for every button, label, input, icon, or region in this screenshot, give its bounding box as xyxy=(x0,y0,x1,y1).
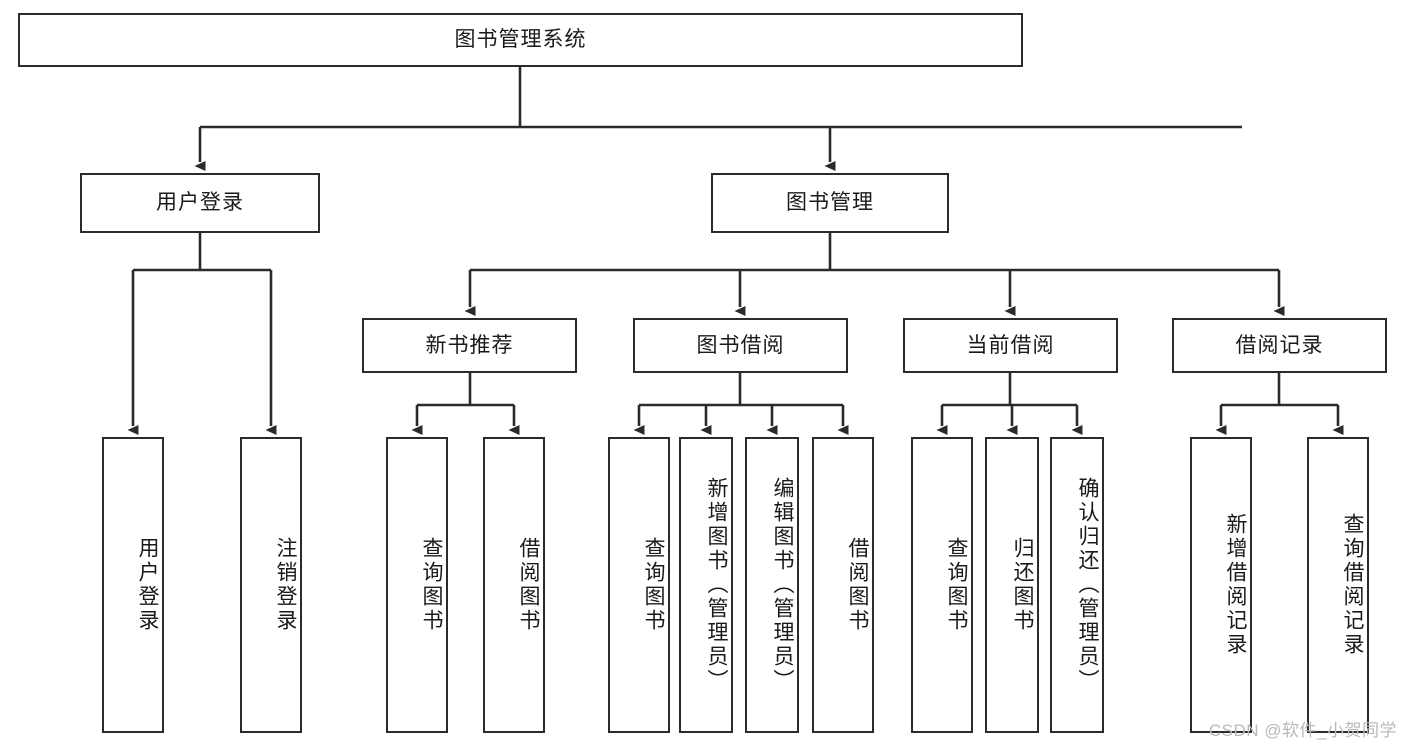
node-label: 用户登录 xyxy=(136,537,159,633)
node-user-login[interactable]: 用户登录 xyxy=(80,173,320,233)
node-leaf-borrow-book-1[interactable]: 借阅图书 xyxy=(483,437,545,733)
node-label: 图书管理 xyxy=(786,191,874,215)
node-label: 借阅记录 xyxy=(1235,333,1324,357)
node-leaf-add-book[interactable]: 新增图书（管理员） xyxy=(679,437,733,733)
node-label: 查询图书 xyxy=(945,537,968,633)
node-leaf-query-book-1[interactable]: 查询图书 xyxy=(386,437,448,733)
node-leaf-query-book-3[interactable]: 查询图书 xyxy=(911,437,973,733)
node-label: 当前借阅 xyxy=(966,333,1055,357)
node-label: 借阅图书 xyxy=(846,537,869,633)
node-label: 注销登录 xyxy=(274,537,297,633)
node-root[interactable]: 图书管理系统 xyxy=(18,13,1023,67)
node-leaf-borrow-book-2[interactable]: 借阅图书 xyxy=(812,437,874,733)
node-leaf-query-record[interactable]: 查询借阅记录 xyxy=(1307,437,1369,733)
node-book-borrow[interactable]: 图书借阅 xyxy=(633,318,848,373)
node-label: 查询借阅记录 xyxy=(1341,513,1364,657)
node-label: 图书管理系统 xyxy=(454,28,587,52)
node-label: 新增图书（管理员） xyxy=(705,477,728,693)
node-label: 新书推荐 xyxy=(425,333,514,357)
node-borrow-record[interactable]: 借阅记录 xyxy=(1172,318,1387,373)
node-label: 查询图书 xyxy=(642,537,665,633)
node-leaf-query-book-2[interactable]: 查询图书 xyxy=(608,437,670,733)
node-label: 编辑图书（管理员） xyxy=(771,477,794,693)
node-leaf-confirm-return[interactable]: 确认归还（管理员） xyxy=(1050,437,1104,733)
node-leaf-edit-book[interactable]: 编辑图书（管理员） xyxy=(745,437,799,733)
watermark-text: CSDN @软件_小贺同学 xyxy=(1208,721,1397,740)
node-label: 归还图书 xyxy=(1011,537,1034,633)
node-leaf-user-logout[interactable]: 注销登录 xyxy=(240,437,302,733)
node-label: 借阅图书 xyxy=(517,537,540,633)
node-leaf-add-record[interactable]: 新增借阅记录 xyxy=(1190,437,1252,733)
node-leaf-user-login[interactable]: 用户登录 xyxy=(102,437,164,733)
node-label: 图书借阅 xyxy=(696,333,785,357)
node-label: 用户登录 xyxy=(156,191,244,215)
node-label: 确认归还（管理员） xyxy=(1076,477,1099,693)
node-new-book-rec[interactable]: 新书推荐 xyxy=(362,318,577,373)
node-label: 查询图书 xyxy=(420,537,443,633)
node-leaf-return-book[interactable]: 归还图书 xyxy=(985,437,1039,733)
node-book-manage[interactable]: 图书管理 xyxy=(711,173,949,233)
node-current-borrow[interactable]: 当前借阅 xyxy=(903,318,1118,373)
node-label: 新增借阅记录 xyxy=(1224,513,1247,657)
